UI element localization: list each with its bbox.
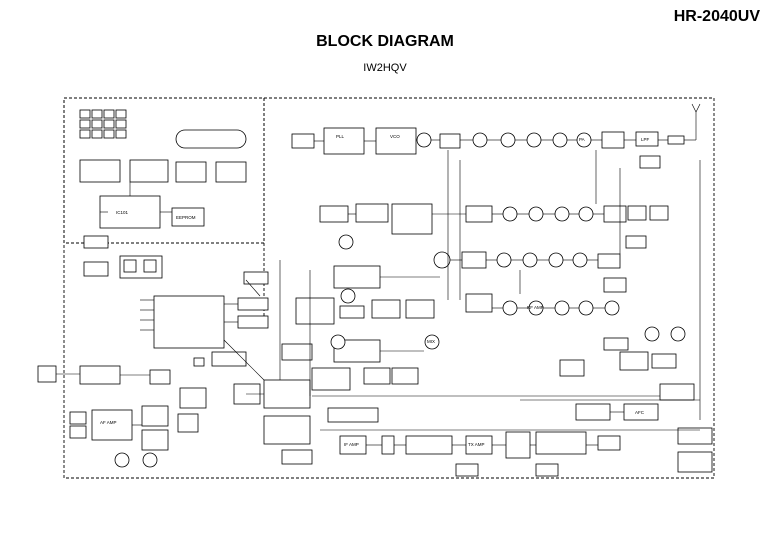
pll-block xyxy=(323,127,365,155)
main-board-boundary xyxy=(63,97,715,479)
vco-label: VCO xyxy=(390,134,400,139)
control-ic-block xyxy=(99,195,161,229)
lcd-display xyxy=(175,129,247,149)
control-ic-label: IC101 xyxy=(116,210,129,215)
lpf-block xyxy=(635,131,659,147)
lpf-label: LPF xyxy=(641,137,650,142)
if-amp-label: IF AMP xyxy=(344,442,359,447)
pa-label: PA xyxy=(579,137,585,142)
model-number: HR-2040UV xyxy=(673,8,760,25)
tx-amp-label: TX AMP xyxy=(468,442,485,447)
eeprom-label: EEPROM xyxy=(176,215,196,220)
keypad-matrix xyxy=(79,109,127,139)
mixer-label: MIX xyxy=(427,339,435,344)
author-callsign: IW2HQV xyxy=(363,62,407,74)
vco-block xyxy=(375,127,417,155)
af-amp-block xyxy=(91,409,133,441)
af-amp-label: AF AMP xyxy=(100,420,117,425)
eeprom-block xyxy=(171,207,205,227)
pll-label: PLL xyxy=(336,134,345,139)
afc-label: AFC xyxy=(635,410,645,415)
diagram-title: BLOCK DIAGRAM xyxy=(316,33,454,50)
rf-amp-label: RF AMP xyxy=(527,305,544,310)
mixer-node xyxy=(424,334,440,350)
